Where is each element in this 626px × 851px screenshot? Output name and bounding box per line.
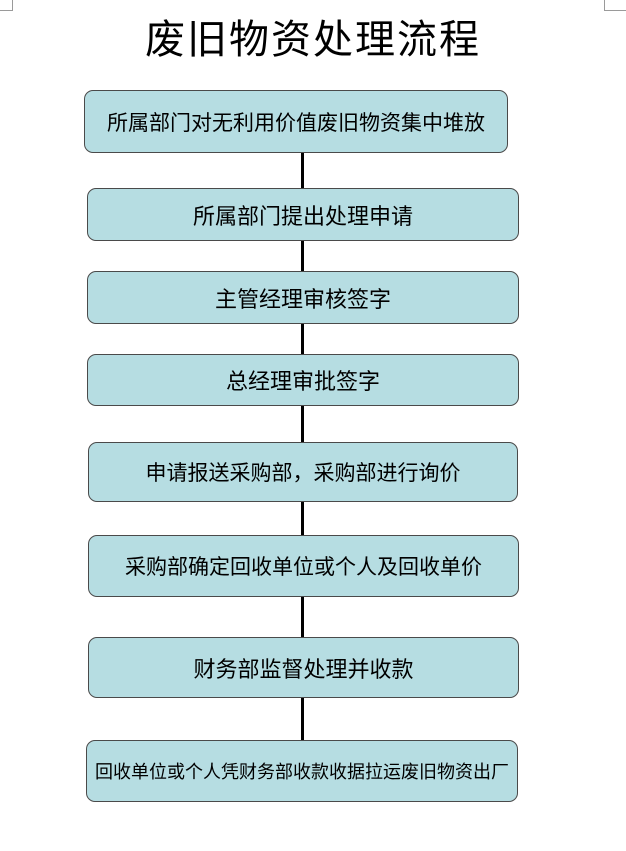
- corner-mark-right-vertical: [604, 0, 605, 11]
- connector-2-3: [301, 241, 304, 271]
- step-8-box: 回收单位或个人凭财务部收款收据拉运废旧物资出厂: [86, 740, 518, 802]
- step-1-box: 所属部门对无利用价值废旧物资集中堆放: [84, 90, 508, 153]
- connector-7-8: [301, 698, 304, 740]
- step-7-box: 财务部监督处理并收款: [88, 637, 519, 698]
- corner-mark-left-vertical: [12, 0, 13, 11]
- corner-mark-right-horizontal: [604, 10, 626, 11]
- step-4-box: 总经理审批签字: [87, 354, 519, 406]
- step-3-box: 主管经理审核签字: [87, 271, 519, 324]
- page-title: 废旧物资处理流程: [145, 17, 481, 63]
- connector-4-5: [301, 406, 304, 442]
- connector-5-6: [301, 502, 304, 535]
- step-2-box: 所属部门提出处理申请: [87, 188, 519, 241]
- connector-3-4: [301, 324, 304, 354]
- corner-mark-left-horizontal: [0, 10, 12, 11]
- connector-1-2: [301, 153, 304, 188]
- step-5-box: 申请报送采购部，采购部进行询价: [88, 442, 518, 502]
- connector-6-7: [301, 597, 304, 637]
- step-6-box: 采购部确定回收单位或个人及回收单价: [88, 535, 519, 597]
